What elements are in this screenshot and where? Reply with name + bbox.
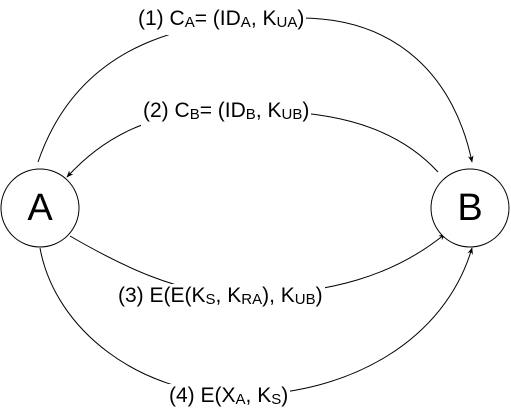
edge-1-a-to-b bbox=[37, 17, 474, 163]
message-2-label: (2) CB= (IDB, KUB) bbox=[141, 99, 312, 127]
message-4-label: (4) E(XA, KS) bbox=[167, 384, 291, 412]
node-b-circle bbox=[430, 168, 510, 248]
node-a-circle bbox=[0, 168, 80, 248]
node-b-label: B bbox=[457, 187, 483, 229]
edge-4-a-to-b bbox=[39, 247, 473, 396]
message-1-label: (1) CA= (IDA, KUA) bbox=[136, 7, 307, 35]
node-a-label: A bbox=[27, 187, 53, 229]
message-3-label: (3) E(E(KS, KRA), KUB) bbox=[116, 284, 325, 312]
